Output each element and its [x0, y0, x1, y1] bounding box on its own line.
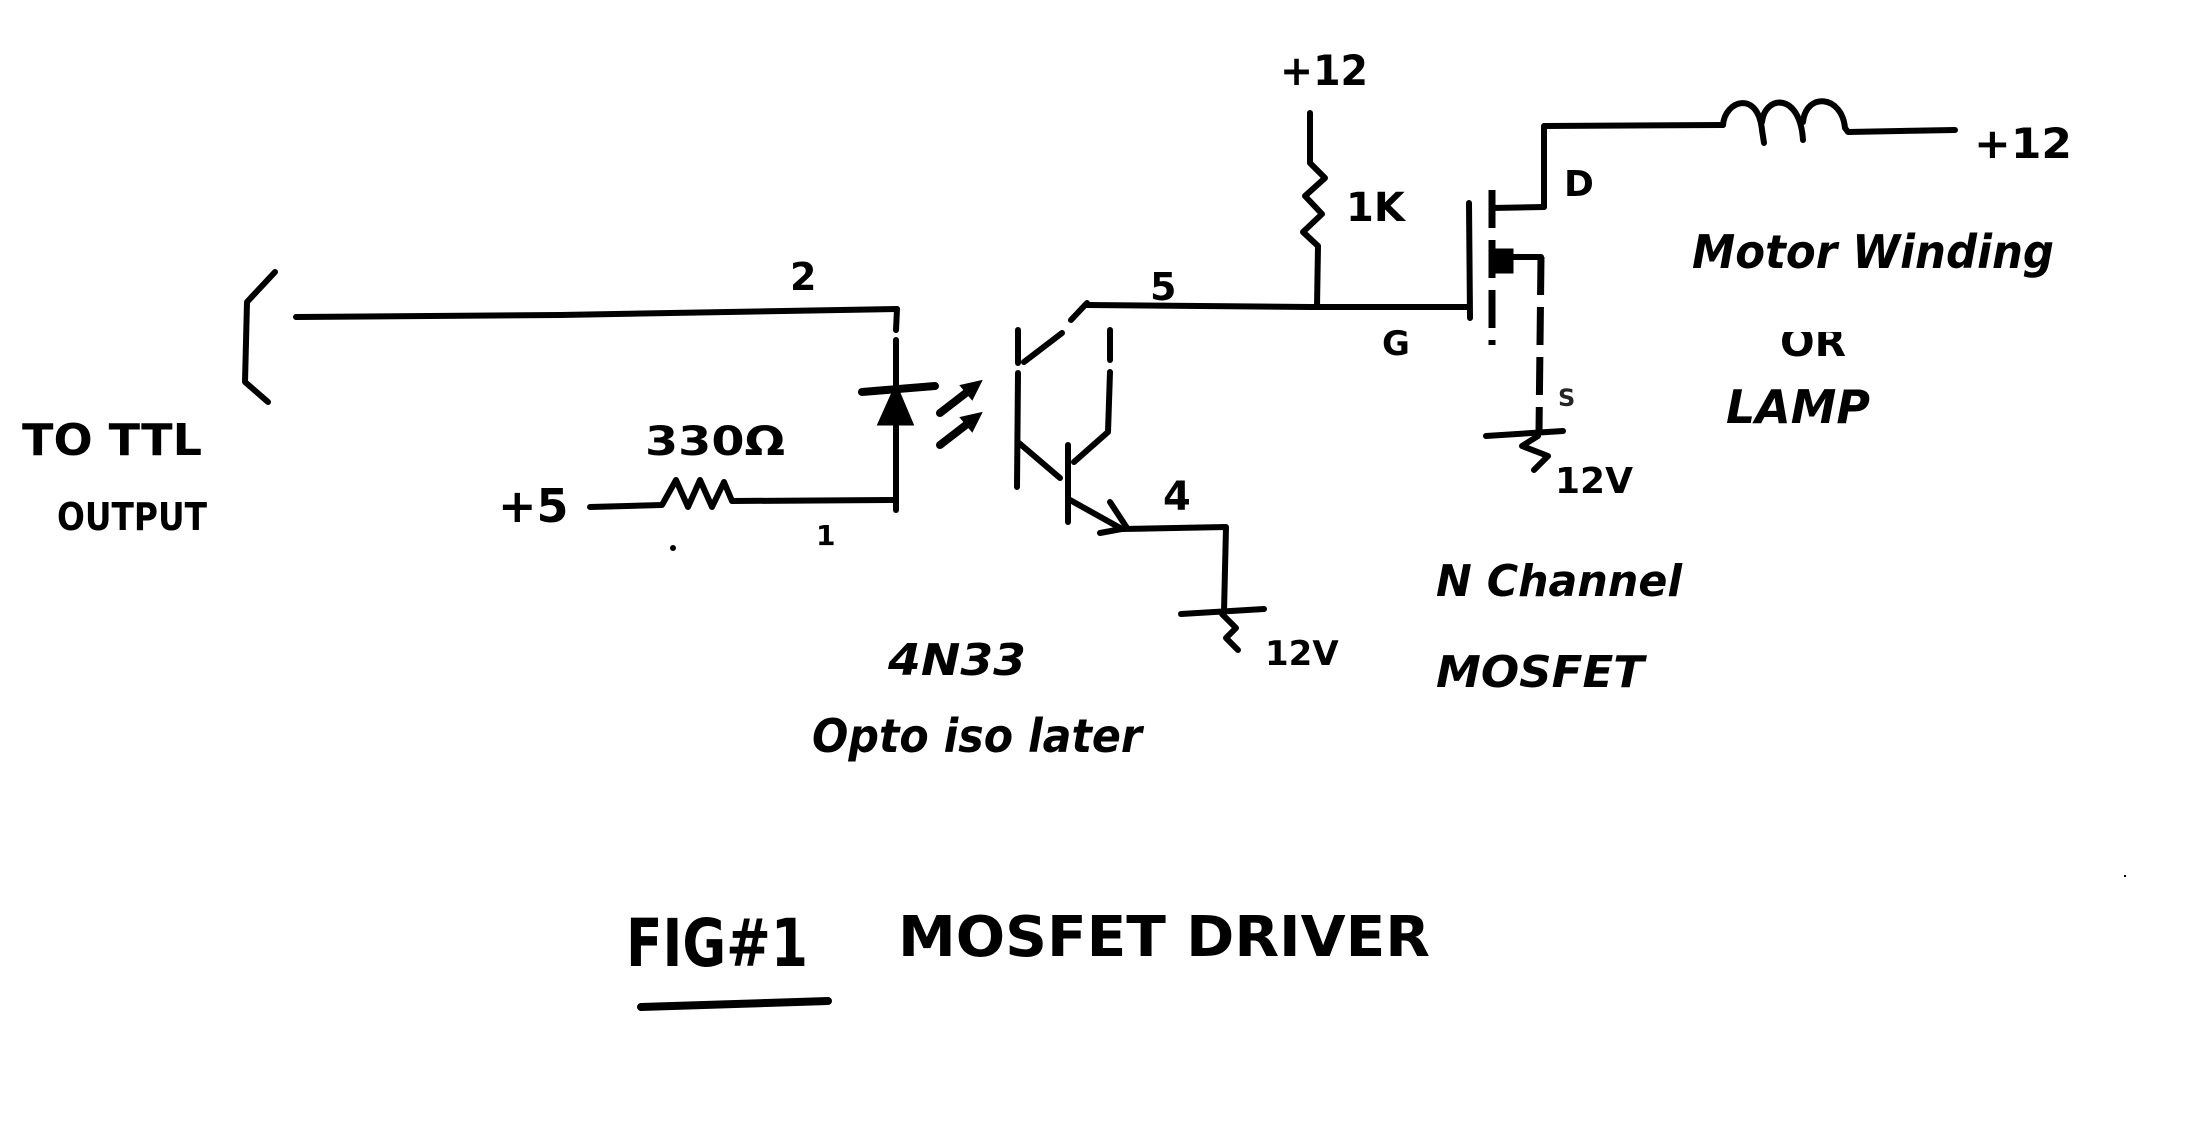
optoisolator-name: Opto iso later — [812, 709, 1145, 763]
resistor-330-ohm — [587, 477, 898, 510]
ground-icon-optoisolator — [1178, 606, 1267, 653]
ttl-output-label-line1: TO TTL — [22, 415, 202, 466]
mosfet-type-line2: MOSFET — [1436, 647, 1647, 698]
drain-label: D — [1564, 164, 1594, 205]
wire-ttl-to-pin2 — [293, 306, 900, 320]
pin-5-label: 5 — [1150, 265, 1176, 309]
gate-label: G — [1382, 324, 1410, 364]
mosfet-icon — [1466, 190, 1547, 345]
inductor-coil-icon — [1720, 98, 1958, 146]
ttl-connector-bracket — [242, 269, 278, 405]
pin-4-label: 4 — [1163, 474, 1191, 520]
resistor-1k — [1300, 110, 1328, 310]
load-label-line1: Motor Winding — [1692, 225, 2054, 279]
plus-5-supply-label: +5 — [498, 479, 569, 533]
resistor-1k-label: 1K — [1346, 185, 1407, 231]
gate-supply-plus-12-label: +12 — [1280, 46, 1368, 95]
resistor-330-label: 330Ω — [645, 419, 785, 465]
pin-2-label: 2 — [790, 255, 816, 299]
wire-collector-to-gate — [1084, 302, 1471, 310]
figure-number: FIG#1 — [626, 905, 808, 982]
ground-icon-mosfet — [1483, 428, 1566, 473]
ttl-output-label-line2: OUTPUT — [57, 495, 207, 539]
mosfet-ground-label: 12V — [1555, 461, 1633, 502]
wire-source-to-ground — [1535, 256, 1545, 433]
mosfet-type-line1: N Channel — [1436, 556, 1683, 607]
load-label-line2: OR — [1780, 320, 1846, 366]
source-label: S — [1558, 384, 1575, 412]
load-label-line3: LAMP — [1726, 380, 1870, 434]
wire-emitter-to-ground — [1119, 524, 1229, 615]
figure-number-underline — [637, 997, 832, 1011]
phototransistor-darlington-icon — [1014, 300, 1130, 536]
optoisolator-part-number: 4N33 — [887, 635, 1026, 686]
stray-dot — [670, 545, 676, 551]
optoisolator-ground-label: 12V — [1265, 634, 1339, 674]
pin-1-label: 1 — [816, 519, 835, 552]
load-supply-plus-12-label: +12 — [1974, 119, 2072, 168]
load-label-line2-clip: OR — [1780, 320, 1846, 366]
figure-title: MOSFET DRIVER — [898, 905, 1430, 970]
light-emission-arrows-icon — [936, 379, 983, 449]
wire-drain-to-load — [1541, 122, 1726, 210]
stray-speck — [2124, 875, 2126, 877]
led-icon — [858, 306, 939, 513]
